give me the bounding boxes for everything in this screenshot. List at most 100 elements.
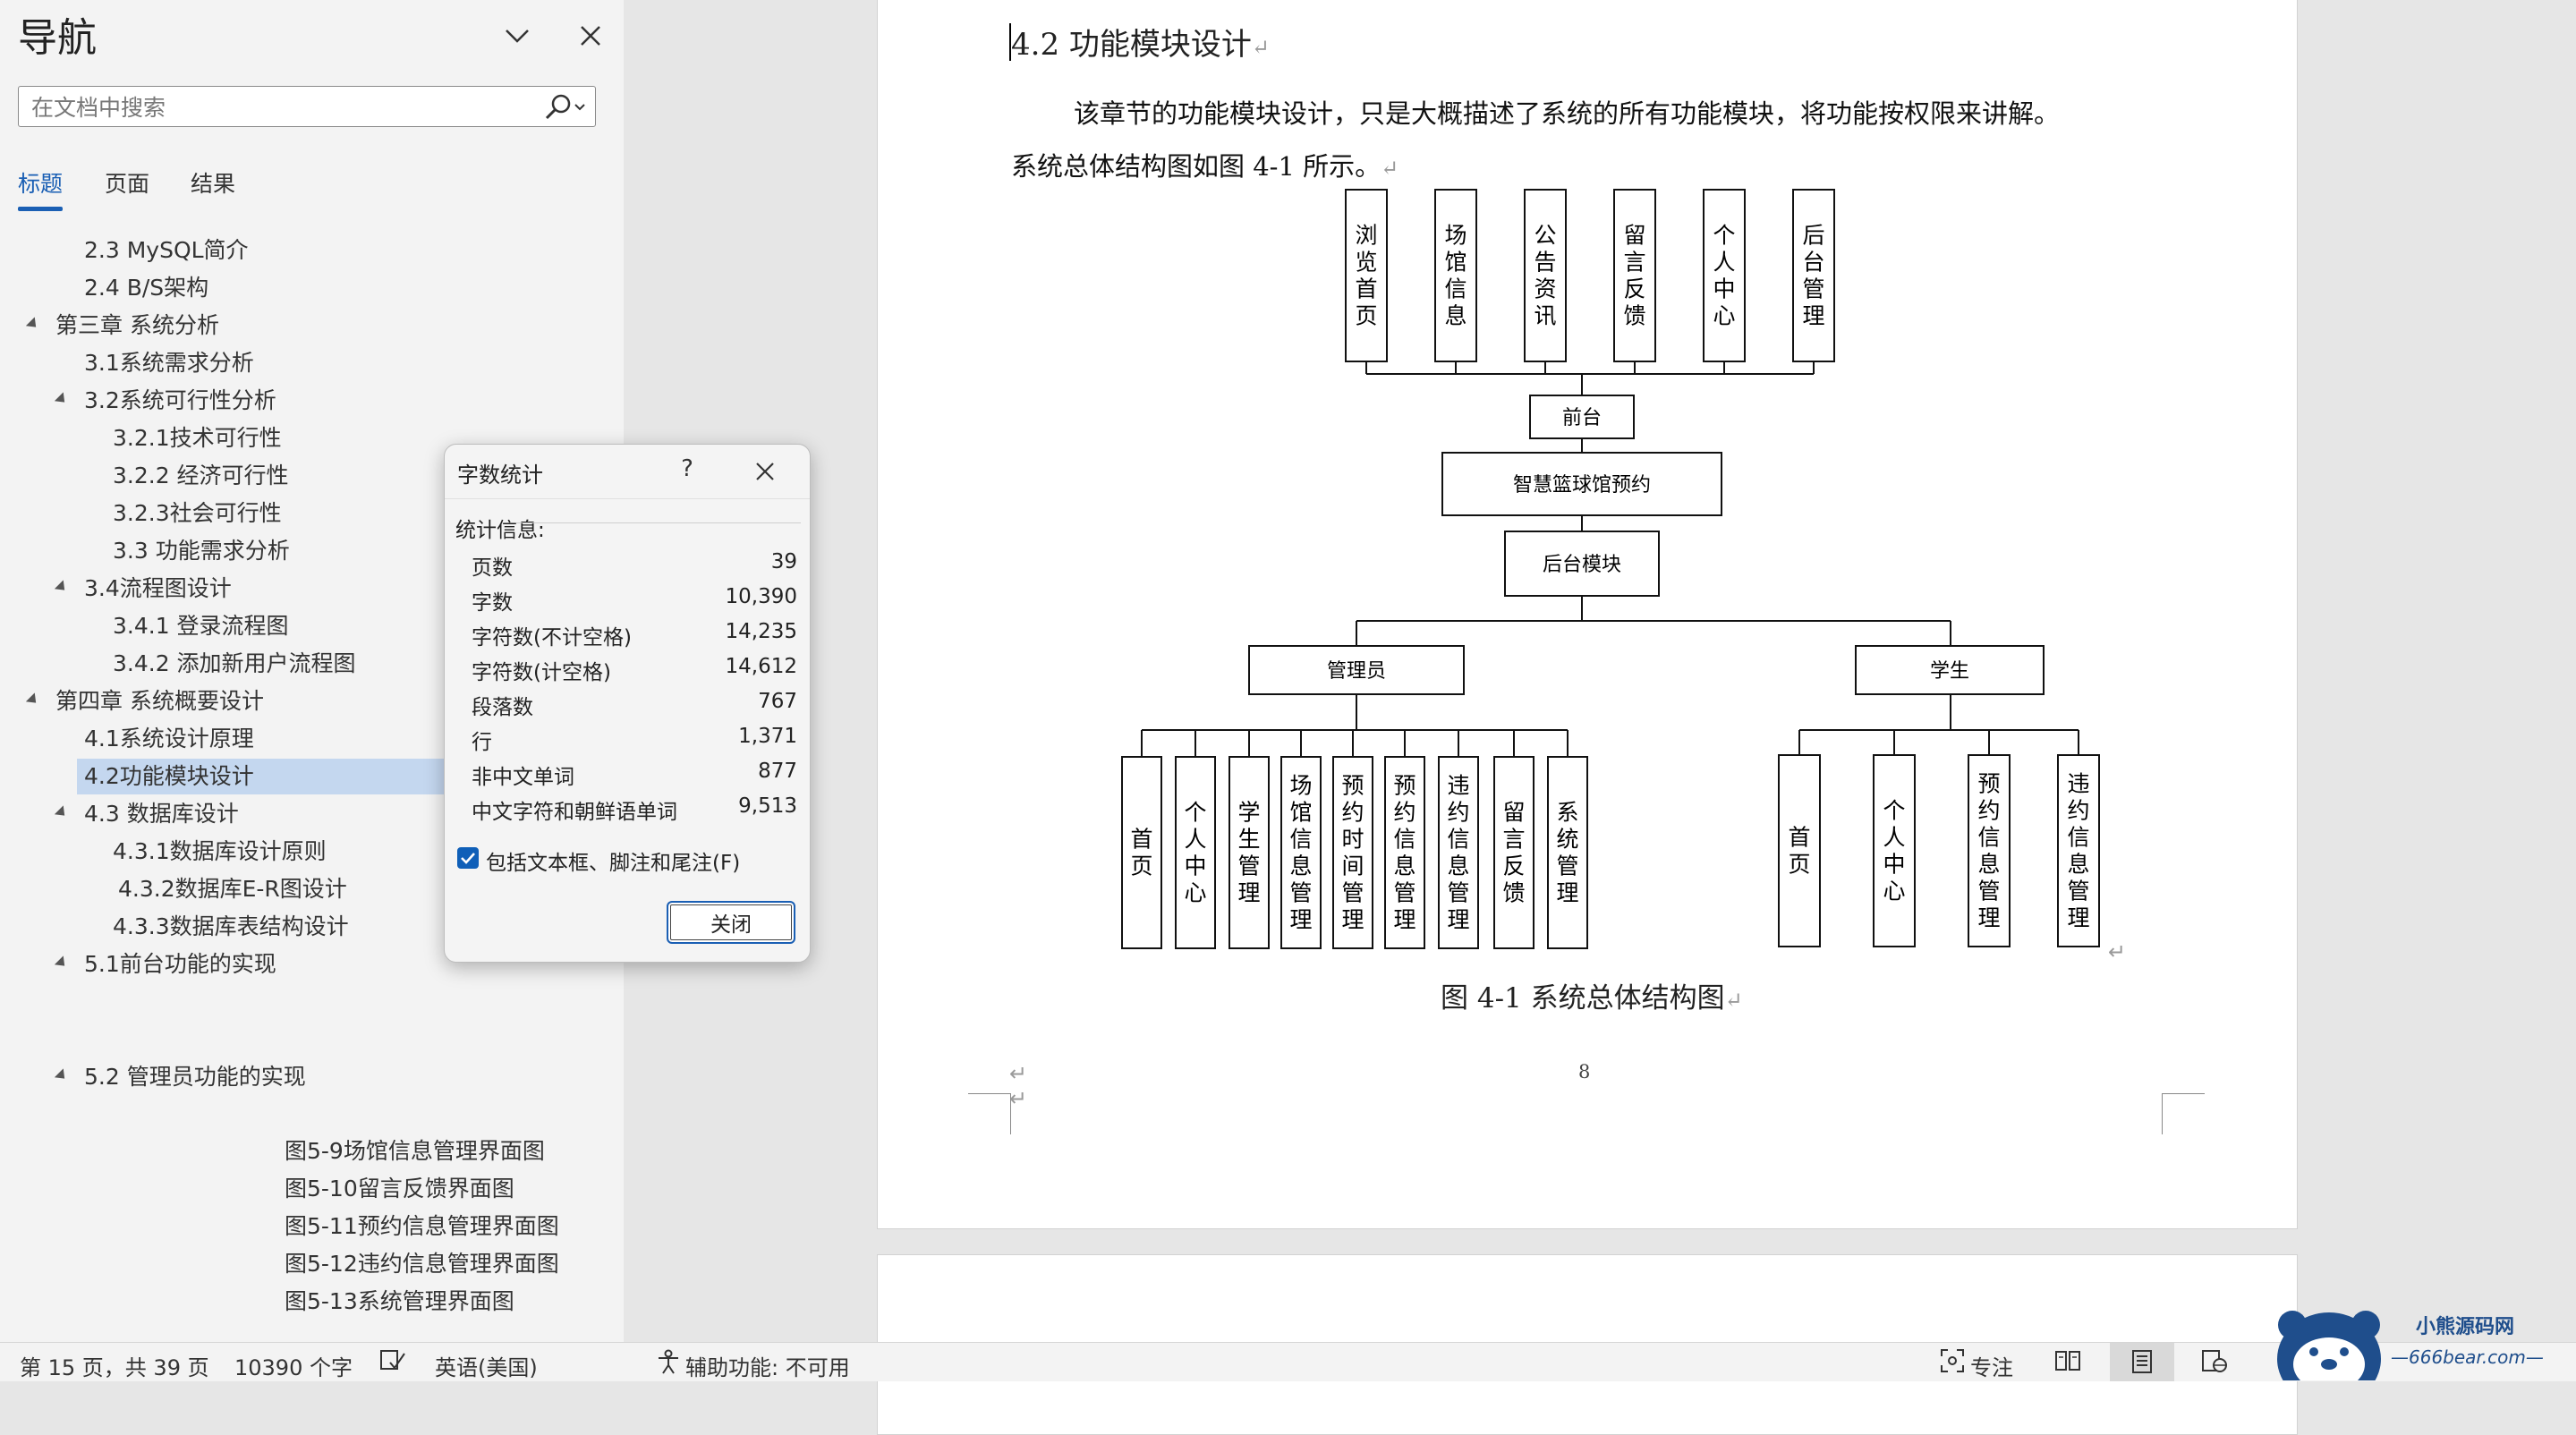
crop-mark [1010, 1093, 1011, 1134]
nav-heading-item[interactable]: 3.4流程图设计 [84, 575, 232, 601]
active-tab-indicator [18, 207, 63, 211]
stat-value: 9,513 [738, 794, 797, 818]
nav-heading-item[interactable]: 图5-10留言反馈界面图 [285, 1176, 514, 1201]
node-label-char: 反 [1623, 276, 1645, 301]
nav-heading-item[interactable]: 3.2.3社会可行性 [113, 500, 282, 526]
stat-label: 字符数(计空格) [472, 661, 611, 684]
node-label-char: 时 [1341, 826, 1364, 852]
document-page[interactable] [877, 0, 2298, 1229]
nav-options-button[interactable] [497, 16, 537, 55]
web-layout-button[interactable] [2201, 1348, 2228, 1379]
node-label-char: 理 [1977, 904, 2000, 930]
node-label-char: 馆 [1289, 799, 1312, 825]
page-indicator[interactable]: 第 15 页，共 39 页 [20, 1355, 209, 1380]
crop-mark [968, 1093, 1011, 1094]
node-label-char: 馈 [1623, 302, 1645, 328]
nav-heading-item[interactable]: 4.3 数据库设计 [84, 801, 239, 827]
word-count-indicator[interactable]: 10390 个字 [234, 1355, 353, 1380]
read-mode-button[interactable] [2054, 1348, 2081, 1379]
nav-heading-item[interactable]: 图5-9场馆信息管理界面图 [285, 1138, 545, 1164]
text-cursor [1009, 23, 1011, 61]
nav-heading-item[interactable]: 3.2系统可行性分析 [84, 387, 276, 413]
node-label-char: 理 [1447, 906, 1469, 932]
nav-heading-item[interactable]: 3.4.2 添加新用户流程图 [113, 650, 356, 676]
stat-value: 877 [758, 760, 797, 783]
nav-heading-item[interactable]: 2.3 MySQL简介 [84, 237, 249, 263]
node-label-char: 留 [1623, 222, 1645, 248]
diagram-node-student-module: 预约信息管理 [1968, 754, 2011, 947]
dialog-close-button[interactable] [749, 455, 781, 488]
paragraph-mark: ↵ [1009, 1086, 1028, 1111]
nav-heading-item[interactable]: 4.3.2数据库E-R图设计 [118, 876, 347, 902]
help-button[interactable]: ? [681, 455, 693, 482]
stat-label: 段落数 [472, 696, 533, 719]
node-label-char: 首 [1355, 276, 1377, 301]
node-label-char: 公 [1534, 222, 1556, 248]
body-paragraph[interactable]: 该章节的功能模块设计，只是大概描述了系统的所有功能模块，将功能按权限来讲解。 [1074, 98, 2061, 129]
figure-caption[interactable]: 图 4-1 系统总体结构图↵ [1441, 982, 1743, 1015]
nav-heading-item[interactable]: 5.2 管理员功能的实现 [84, 1064, 306, 1090]
tab-results[interactable]: 结果 [191, 171, 236, 197]
proofing-icon[interactable] [379, 1348, 406, 1379]
nav-heading-item[interactable]: 图5-12违约信息管理界面图 [285, 1251, 559, 1277]
nav-heading-item[interactable]: 3.2.1技术可行性 [113, 425, 282, 451]
include-textboxes-checkbox[interactable] [457, 847, 479, 869]
close-button[interactable]: 关闭 [667, 901, 795, 944]
paragraph-mark: ↵ [2108, 939, 2127, 964]
node-label-char: 息 [2067, 851, 2089, 877]
watermark-name: 小熊源码网 [2416, 1316, 2515, 1338]
web-layout-icon [2202, 1350, 2227, 1372]
nav-heading-item[interactable]: 4.3.3数据库表结构设计 [113, 913, 349, 939]
node-label-char: 个 [1184, 799, 1206, 825]
search-button[interactable] [541, 92, 588, 123]
section-heading[interactable]: 4.2 功能模块设计↵ [1011, 27, 1270, 63]
nav-heading-item[interactable]: 3.4.1 登录流程图 [113, 613, 289, 639]
tab-headings[interactable]: 标题 [18, 171, 64, 197]
node-label-char: 个 [1883, 797, 1905, 823]
node-label-char: 理 [1393, 906, 1416, 932]
stat-label: 行 [472, 731, 492, 754]
chevron-down-icon [506, 30, 529, 43]
node-label-char: 信 [1444, 276, 1467, 301]
search-input[interactable] [30, 92, 552, 123]
node-label-char: 预 [1393, 772, 1416, 798]
nav-heading-item[interactable]: 4.1系统设计原理 [84, 726, 254, 751]
nav-heading-item[interactable]: 4.3.1数据库设计原则 [113, 838, 327, 864]
focus-button[interactable]: 专注 [1970, 1355, 2013, 1380]
nav-heading-item[interactable]: 图5-11预约信息管理界面图 [285, 1213, 559, 1239]
accessibility-indicator[interactable]: 辅助功能: 不可用 [685, 1355, 850, 1380]
checkbox-label[interactable]: 包括文本框、脚注和尾注(F) [486, 852, 741, 875]
node-label-char: 息 [1977, 851, 2000, 877]
nav-close-button[interactable] [571, 16, 610, 55]
nav-heading-item-selected[interactable]: 4.2功能模块设计 [84, 763, 254, 789]
node-label-char: 管 [1341, 879, 1364, 905]
language-indicator[interactable]: 英语(美国) [435, 1355, 538, 1380]
print-layout-button[interactable] [2110, 1343, 2174, 1381]
node-label-char: 管 [1237, 853, 1260, 879]
read-mode-icon [2055, 1351, 2080, 1371]
accessibility-icon [659, 1349, 678, 1374]
node-label-char: 人 [1713, 249, 1735, 275]
nav-heading-item[interactable]: 第三章 系统分析 [55, 312, 219, 338]
nav-heading-item[interactable]: 5.1前台功能的实现 [84, 951, 276, 977]
nav-heading-item[interactable]: 2.4 B/S架构 [84, 275, 209, 301]
diagram-node-admin-module: 场馆信息管理 [1280, 756, 1322, 949]
nav-heading-item[interactable]: 图5-13系统管理界面图 [285, 1288, 514, 1314]
node-label-char: 违 [1447, 772, 1469, 798]
node-label-char: 信 [1977, 824, 2000, 850]
diagram-node-admin-module: 留言反馈 [1493, 756, 1535, 949]
node-label-char: 留 [1502, 799, 1525, 825]
stat-label: 非中文单词 [472, 766, 574, 789]
nav-heading-item[interactable]: 3.1系统需求分析 [84, 350, 254, 376]
system-structure-diagram: 浏览首页场馆信息公告资讯留言反馈个人中心后台管理前台智慧篮球馆预约后台模块管理员… [1121, 189, 2100, 949]
nav-heading-item[interactable]: 第四章 系统概要设计 [55, 688, 264, 714]
nav-heading-item[interactable]: 3.2.2 经济可行性 [113, 463, 289, 488]
node-label-char: 页 [1130, 853, 1152, 879]
node-label-char: 系 [1556, 799, 1578, 825]
stat-value: 10,390 [725, 585, 797, 608]
tab-pages[interactable]: 页面 [105, 171, 150, 197]
nav-heading-item[interactable]: 3.3 功能需求分析 [113, 538, 290, 564]
body-paragraph[interactable]: 系统总体结构图如图 4-1 所示。↵ [1011, 151, 1399, 182]
